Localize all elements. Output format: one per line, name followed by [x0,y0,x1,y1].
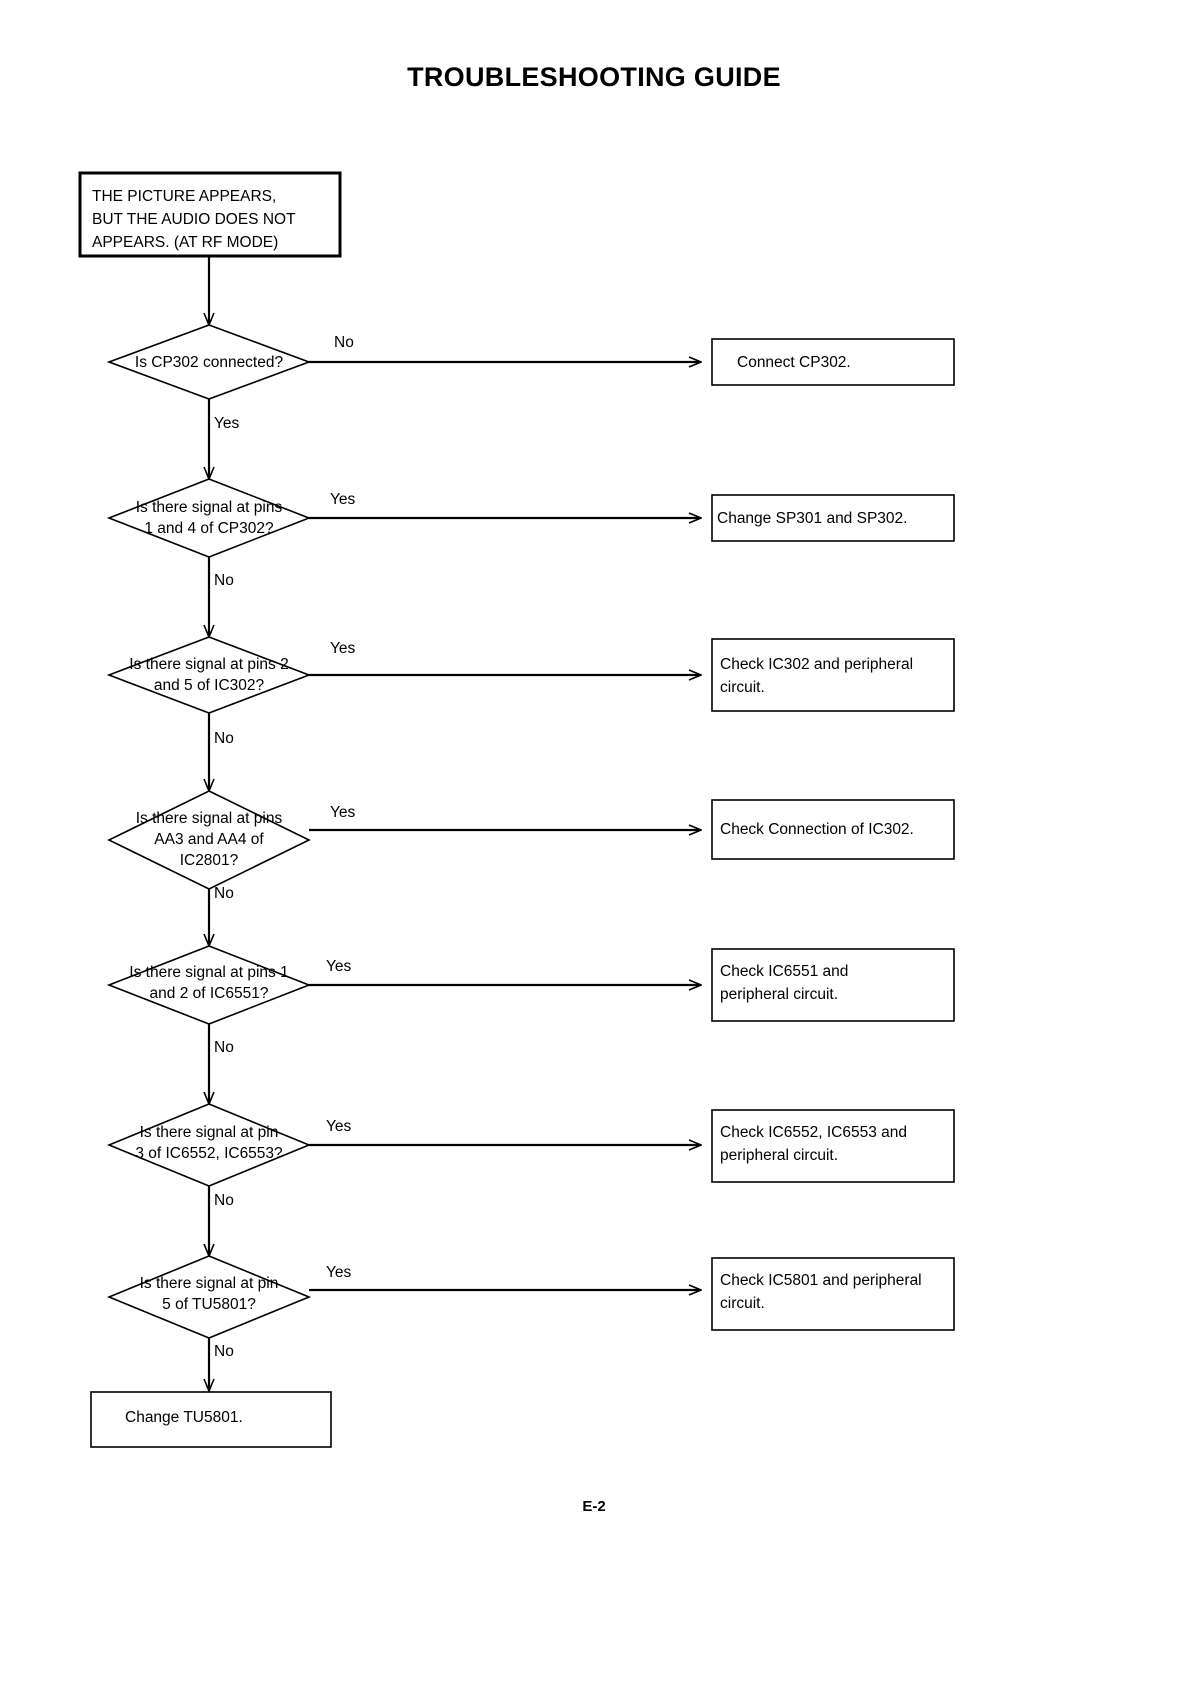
edge-label-6-down: No [214,1192,234,1209]
decision-4-label: Is there signal at pins AA3 and AA4 of I… [135,810,283,869]
action-box-5 [711,948,955,1022]
decision-6-label: Is there signal at pin 3 of IC6552, IC65… [135,1124,283,1162]
end-node-label: Change TU5801. [125,1409,243,1426]
action-2-label: Change SP301 and SP302. [717,510,908,527]
edge-label-7-branch: Yes [326,1264,352,1281]
decision-1-label: Is CP302 connected? [134,354,284,371]
edge-label-6-branch: Yes [326,1118,352,1135]
start-node-label: THE PICTURE APPEARS, BUT THE AUDIO DOES … [92,188,296,251]
decision-7-label: Is there signal at pin 5 of TU5801? [139,1275,279,1313]
edge-label-1-branch: No [334,334,354,351]
decision-5-label: Is there signal at pins 1 and 2 of IC655… [129,964,289,1002]
action-box-4 [711,799,955,860]
edge-label-1-down: Yes [214,415,240,432]
start-box [78,171,342,258]
action-5-label: Check IC6551 and peripheral circuit. [720,963,849,1003]
edge-label-2-branch: Yes [330,491,356,508]
action-6-label: Check IC6552, IC6553 and peripheral circ… [720,1124,907,1164]
edge-label-4-down: No [214,885,234,902]
action-box-1 [711,338,955,386]
edge-label-5-down: No [214,1039,234,1056]
action-box-2 [711,494,955,542]
edge-label-3-down: No [214,730,234,747]
edge-label-2-down: No [214,572,234,589]
decision-2-label: Is there signal at pins 1 and 4 of CP302… [135,499,283,537]
edge-label-4-branch: Yes [330,804,356,821]
action-box-6 [711,1109,955,1183]
page-footer: E-2 [582,1498,606,1515]
edge-label-3-branch: Yes [330,640,356,657]
edge-label-5-branch: Yes [326,958,352,975]
action-box-7 [711,1257,955,1331]
action-1-label: Connect CP302. [737,354,851,371]
end-box [90,1391,332,1448]
action-box-3 [711,638,955,712]
action-3-label: Check IC302 and peripheral circuit. [720,656,914,696]
decision-3-label: Is there signal at pins 2 and 5 of IC302… [129,656,289,694]
action-4-label: Check Connection of IC302. [720,821,914,838]
action-7-label: Check IC5801 and peripheral circuit. [720,1272,922,1312]
page-title: TROUBLESHOOTING GUIDE [407,62,781,92]
edge-label-7-down: No [214,1343,234,1360]
